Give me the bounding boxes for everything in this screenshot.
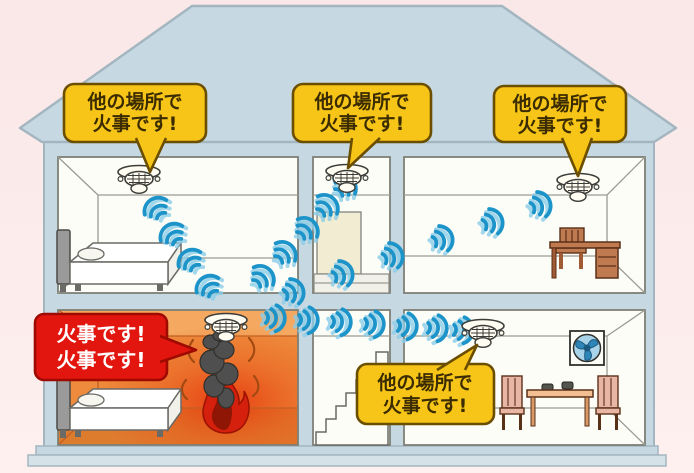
bubble-text: 他の場所で [313,90,409,113]
bubble-text: 他の場所で [376,371,472,394]
bubble-text: 他の場所で [86,90,182,113]
bubble-text: 火事です! [56,322,145,346]
bubble-text: 火事です! [518,114,603,137]
ventilation-fan-icon [569,330,605,366]
speech-bubble-bedroom-2f: 他の場所で 火事です! [62,82,208,174]
desk-icon [549,227,621,279]
speech-bubble-hallway-2f: 他の場所で 火事です! [291,82,433,170]
speech-bubble-fire-origin: 火事です! 火事です! [33,312,198,382]
bubble-text: 火事です! [383,394,468,417]
bubble-text: 他の場所で [511,92,607,115]
heat-wave-lines [180,336,260,401]
dining-table-icon [499,375,621,430]
speech-bubble-dining-1f: 他の場所で 火事です! [355,343,496,426]
foundation-skirt [27,454,667,467]
room-study-2f [403,156,646,294]
speech-bubble-study-2f: 他の場所で 火事です! [492,84,628,178]
foundation-band [35,445,659,456]
bubble-text: 火事です! [93,112,178,135]
bubble-text: 火事です! [320,112,405,135]
bubble-text: 火事です! [56,348,145,372]
